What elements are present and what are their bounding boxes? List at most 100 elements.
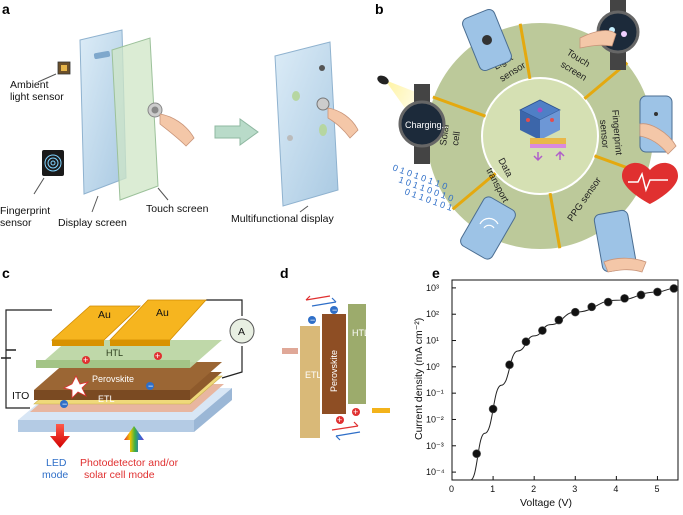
svg-text:−: − xyxy=(148,381,153,391)
md-touch-icon xyxy=(316,97,330,111)
ammeter-label: A xyxy=(238,326,245,338)
data-point xyxy=(653,287,662,297)
lamp-icon xyxy=(377,75,389,85)
segment-fingerprint-sensor: Fingerprint sensor xyxy=(597,109,624,156)
fingerprint-pointer xyxy=(33,177,45,195)
smartwatch-charging-icon: Charging... xyxy=(398,84,449,164)
panel-label-e: e xyxy=(432,265,440,281)
svg-text:+: + xyxy=(83,355,88,365)
ppg-hand-icon xyxy=(603,257,647,273)
touch-point-icon xyxy=(147,102,163,118)
band-perovskite-label: Perovskite xyxy=(329,350,339,392)
photodetector-arrow-icon xyxy=(124,426,144,452)
data-points xyxy=(472,284,679,459)
panel-d: d ETL Perovskite HTL − − + + xyxy=(280,265,390,441)
finger-icon xyxy=(159,113,195,147)
led-arrow-icon xyxy=(50,424,70,448)
etl-band xyxy=(300,326,320,438)
svg-text:Fingerprint: Fingerprint xyxy=(609,109,624,156)
led-mode-line1: LED xyxy=(46,457,67,469)
y-tick-label: 10⁻⁴ xyxy=(426,467,445,477)
ito-level-bar xyxy=(282,348,298,354)
x-tick-label: 3 xyxy=(572,484,577,494)
x-axis-label: Voltage (V) xyxy=(520,497,572,509)
data-point xyxy=(505,360,514,370)
perovskite-label: Perovskite xyxy=(92,374,134,384)
au-level-bar xyxy=(372,408,390,413)
svg-text:−: − xyxy=(62,399,67,409)
transform-arrow-icon xyxy=(214,118,259,146)
heart-ppg-icon xyxy=(622,162,678,204)
ambient-label-line1: Ambient xyxy=(10,79,49,91)
charge-markers: + + − − xyxy=(60,351,162,409)
data-point xyxy=(570,307,580,317)
data-point xyxy=(538,326,547,335)
data-point xyxy=(587,302,597,312)
md-zone-2 xyxy=(319,124,327,136)
band-etl-label: ETL xyxy=(305,370,322,380)
svg-text:−: − xyxy=(310,315,315,325)
perovskite-crystal-icon xyxy=(519,99,566,162)
au-right-label: Au xyxy=(156,307,169,319)
panel-b: b Light sensor Touch screen Fingerprint … xyxy=(375,0,678,273)
led-mode-line2: mode xyxy=(42,469,68,481)
phone-bottom-left-icon xyxy=(460,196,516,260)
ring-divider xyxy=(548,192,562,249)
y-tick-label: 10⁰ xyxy=(426,362,440,372)
data-point xyxy=(472,449,481,459)
display-screen-label: Display screen xyxy=(58,217,127,229)
ito-label: ITO xyxy=(12,390,29,402)
substrate-front xyxy=(18,420,194,432)
circuit-wire-right-lower xyxy=(221,346,243,379)
x-tick-label: 1 xyxy=(490,484,495,494)
touch-hand-icon xyxy=(579,30,617,49)
x-tick-label: 4 xyxy=(613,484,618,494)
perovskite-layer xyxy=(34,362,222,390)
substrate-side xyxy=(194,388,232,432)
md-light-sensor-dot xyxy=(319,65,325,71)
multifunctional-display-panel xyxy=(274,41,339,207)
data-point xyxy=(554,315,564,325)
au-left-label: Au xyxy=(98,309,111,321)
ring-divider xyxy=(432,95,487,118)
md-zone-1 xyxy=(292,91,300,101)
md-pointer xyxy=(299,205,309,213)
y-tick-label: 10⁻¹ xyxy=(426,388,444,398)
svg-text:−: − xyxy=(332,305,337,315)
panel-label-a: a xyxy=(2,1,10,17)
x-tick-label: 2 xyxy=(531,484,536,494)
fingerprint-hand-icon xyxy=(639,123,677,155)
svg-text:cell: cell xyxy=(450,131,463,147)
fit-curve xyxy=(470,287,674,481)
data-point xyxy=(636,290,646,300)
y-tick-label: 10⁻² xyxy=(426,414,444,424)
band-charges: − − + + xyxy=(305,295,361,441)
y-tick-label: 10² xyxy=(426,309,439,319)
etl-label: ETL xyxy=(98,394,115,404)
y-tick-label: 10⁻³ xyxy=(426,441,444,451)
htl-band xyxy=(348,304,366,404)
ambient-label-line2: light sensor xyxy=(10,91,64,103)
svg-text:sensor: sensor xyxy=(597,119,610,148)
htl-front xyxy=(36,360,190,368)
y-tick-label: 10³ xyxy=(426,283,439,293)
touch-screen-label: Touch screen xyxy=(146,203,209,215)
htl-label: HTL xyxy=(106,348,123,358)
y-tick-label: 10¹ xyxy=(426,336,439,346)
fingerprint-sensor-icon xyxy=(42,150,64,176)
perovskite-band xyxy=(322,314,346,414)
ring-divider xyxy=(451,172,497,211)
ammeter-icon xyxy=(229,318,255,344)
circuit-wire-right xyxy=(206,299,243,316)
multifunctional-display-label: Multifunctional display xyxy=(231,213,334,225)
data-point xyxy=(603,297,613,307)
x-tick-label: 5 xyxy=(654,484,659,494)
data-point xyxy=(488,404,498,414)
display-pointer xyxy=(91,195,99,213)
y-axis-ticks: 10⁻⁴ 10⁻³ 10⁻² 10⁻¹ 10⁰ 10¹ 10² 10³ xyxy=(426,283,456,477)
au-left-front xyxy=(52,340,104,346)
svg-text:+: + xyxy=(337,415,342,425)
